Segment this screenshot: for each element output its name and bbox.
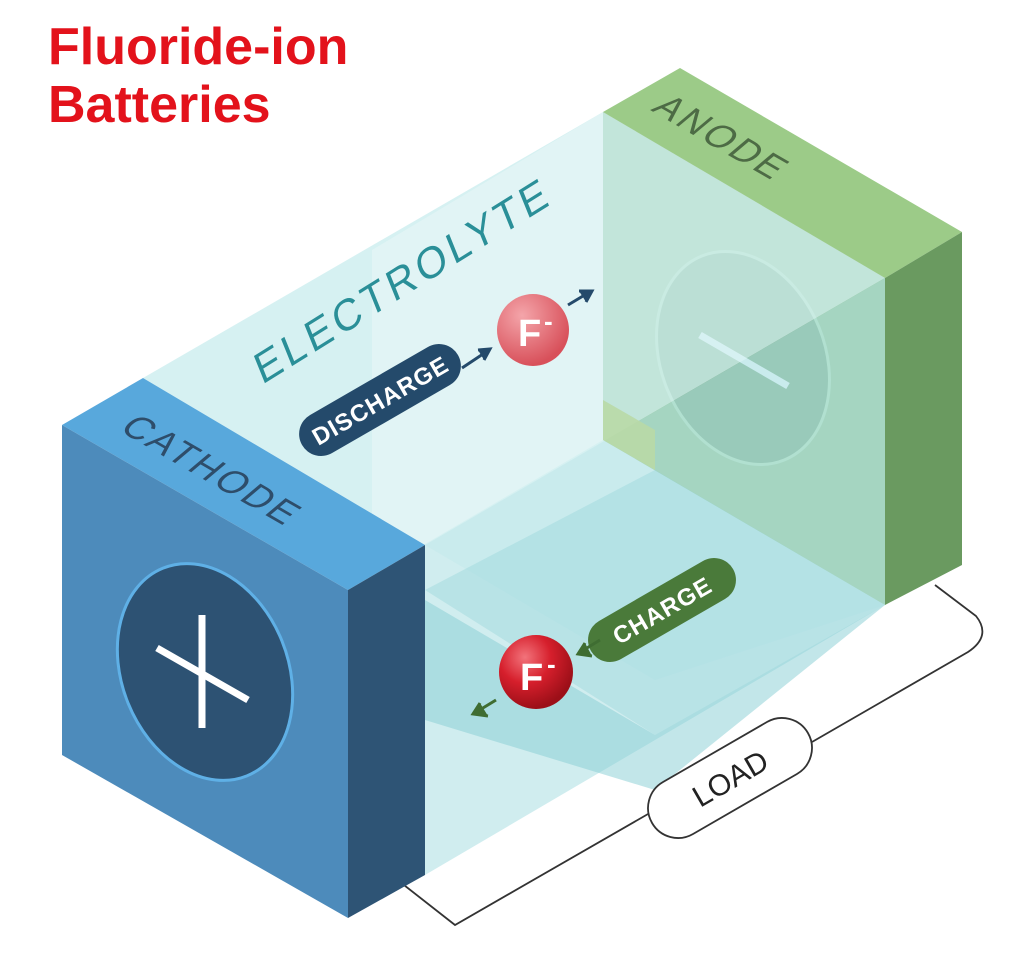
ion-symbol: F	[518, 313, 541, 355]
ion-charge: -	[547, 649, 556, 679]
fluoride-ion-charge	[499, 635, 573, 709]
discharge-arrow-icon-2	[567, 289, 595, 307]
discharge-arrow-icon	[461, 347, 493, 370]
plus-icon	[155, 615, 250, 728]
diagram-title: Fluoride-ion Batteries	[48, 18, 348, 134]
title-line-2: Batteries	[48, 76, 271, 134]
circuit-wire	[394, 584, 984, 927]
title-line-1: Fluoride-ion	[48, 18, 349, 76]
cathode-block	[62, 378, 425, 918]
discharge-pill	[299, 344, 461, 456]
charge-arrow-icon-2	[470, 698, 497, 718]
charge-pill	[588, 558, 736, 662]
ion-charge: -	[544, 306, 553, 336]
ion-symbol: F	[520, 657, 543, 699]
fluoride-ion-discharge	[497, 294, 569, 366]
charge-arrow-icon	[575, 638, 601, 658]
